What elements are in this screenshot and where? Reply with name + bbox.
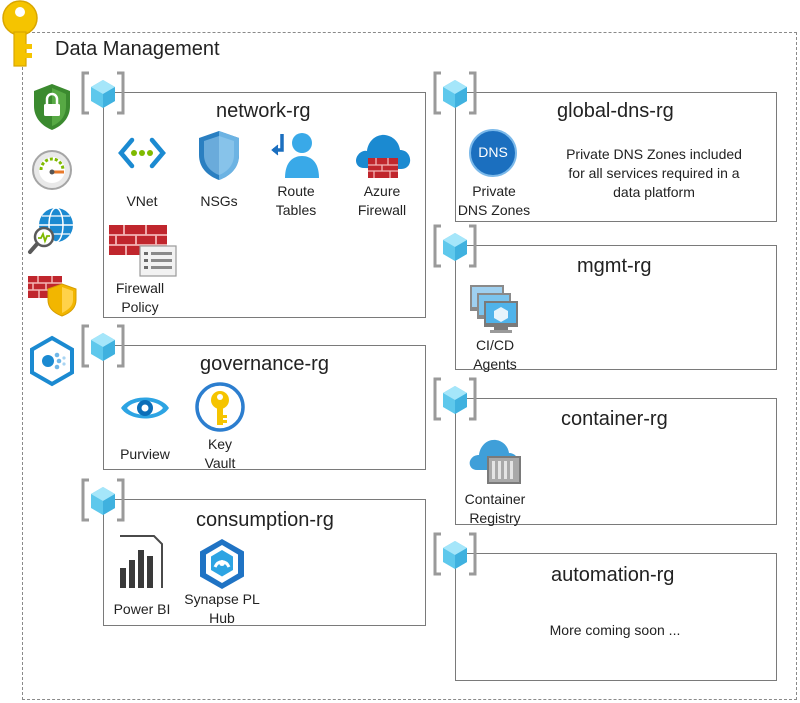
network-watcher-icon xyxy=(28,207,73,254)
event-hub-icon xyxy=(30,335,74,387)
resource-group-icon xyxy=(433,71,477,115)
route-table-icon xyxy=(271,133,319,178)
ddos-firewall-icon xyxy=(28,276,77,317)
purview-label: Purview xyxy=(120,446,170,462)
resource-group-icon xyxy=(433,377,477,421)
resource-group-icon xyxy=(433,532,477,576)
resource-group-icon xyxy=(433,224,477,268)
power-bi-icon xyxy=(120,535,163,588)
mgmt-rg-title: mgmt-rg xyxy=(577,255,652,277)
vnet-label: VNet xyxy=(126,193,158,209)
container-registry-icon xyxy=(469,439,521,484)
global-dns-rg-title: global-dns-rg xyxy=(557,100,674,122)
azure-firewall-icon xyxy=(356,134,411,178)
consumption-rg-title: consumption-rg xyxy=(196,509,334,531)
nsg-shield-icon xyxy=(199,131,239,180)
dns-zone-icon: DNS xyxy=(469,129,517,177)
resource-group-icon xyxy=(81,324,125,368)
policy-shield-icon xyxy=(34,84,70,130)
network-rg-title: network-rg xyxy=(216,100,311,122)
nsg-label: NSGs xyxy=(200,193,238,209)
global-dns-note: Private DNS Zones included for all servi… xyxy=(566,146,742,200)
key-vault-icon xyxy=(195,382,245,432)
monitor-gauge-icon xyxy=(32,150,72,190)
data-management-boundary xyxy=(22,32,797,700)
automation-rg-title: automation-rg xyxy=(551,564,675,586)
resource-group-icon xyxy=(81,478,125,522)
container-rg-title: container-rg xyxy=(561,408,668,430)
power-bi-label: Power BI xyxy=(113,601,171,617)
network-rg-box xyxy=(103,92,426,318)
vm-scale-set-icon xyxy=(470,285,518,333)
governance-rg-title: governance-rg xyxy=(200,353,329,375)
dns-icon-text: DNS xyxy=(478,144,508,160)
automation-rg-box xyxy=(455,553,777,681)
purview-eye-icon xyxy=(121,397,169,419)
vnet-icon xyxy=(118,137,166,169)
consumption-rg-box xyxy=(103,499,426,626)
synapse-icon xyxy=(200,539,244,589)
automation-note: More coming soon ... xyxy=(549,622,681,638)
resource-group-icon xyxy=(81,71,125,115)
firewall-policy-icon xyxy=(109,225,177,277)
page-title: Data Management xyxy=(55,38,220,60)
subscription-key-icon xyxy=(2,0,38,67)
